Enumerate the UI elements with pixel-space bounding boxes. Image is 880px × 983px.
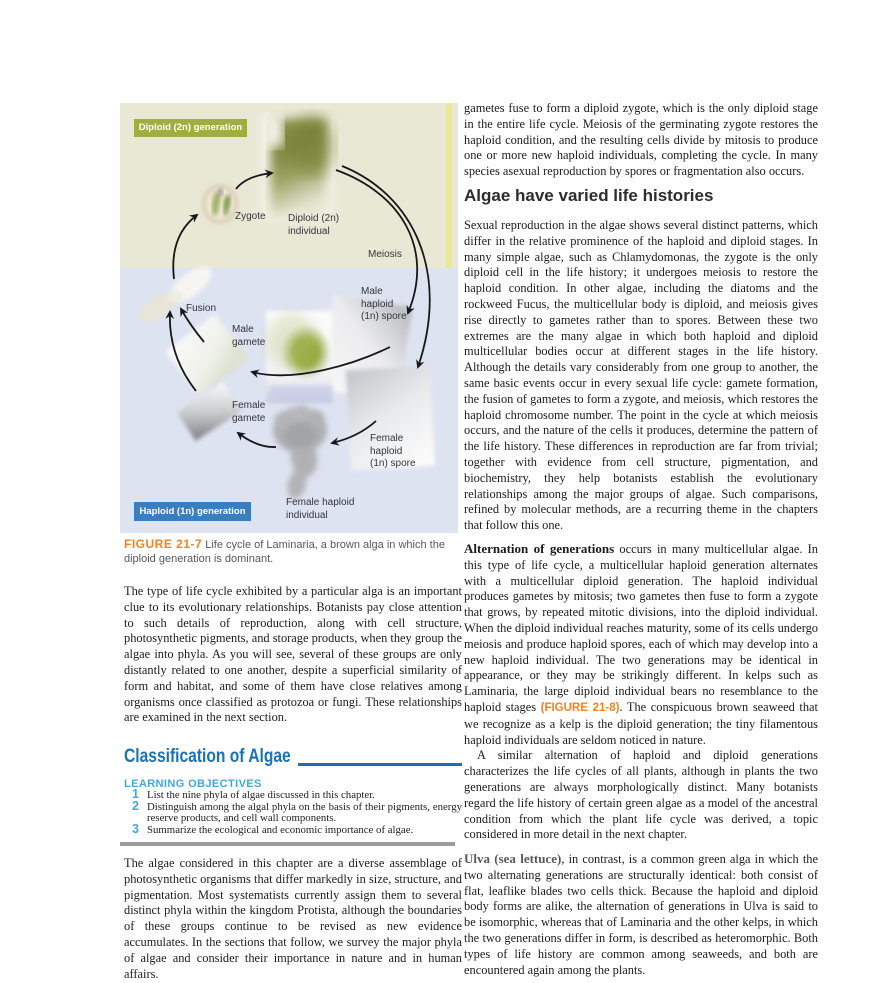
- cycle-arrows: [165, 165, 431, 448]
- objective-item: 3 Summarize the ecological and economic …: [124, 821, 462, 837]
- life-cycle-figure: Diploid (2n) generation Haploid (1n) gen…: [120, 103, 458, 533]
- objective-text: Summarize the ecological and economic im…: [147, 823, 414, 836]
- label-line: haploid: [370, 445, 403, 457]
- section-heading-rule: [298, 763, 462, 766]
- objective-number: 1: [132, 787, 139, 801]
- label-line: individual: [286, 509, 328, 521]
- left-column-bottom-paragraph: The algae considered in this chapter are…: [124, 856, 462, 981]
- right-column-paragraph-2c: A similar alternation of haploid and dip…: [464, 748, 818, 842]
- right-column-paragraph-3: Ulva (sea lettuce), in contrast, is a co…: [464, 851, 818, 978]
- label-line: (1n) spore: [370, 458, 416, 469]
- label-line: Male: [361, 286, 383, 297]
- arrow-male-spore-to-gametophyte: [250, 346, 391, 378]
- label-line: Female: [370, 433, 404, 444]
- haploid-generation-label: Haploid (1n) generation: [134, 502, 251, 521]
- label-line: haploid: [361, 298, 394, 310]
- paragraph-text: occurs in many multicellular algae. In t…: [464, 542, 818, 714]
- paragraph-text: , in contrast, is a common green alga in…: [464, 852, 818, 977]
- right-column-top-paragraph: gametes fuse to form a diploid zygote, w…: [464, 101, 818, 179]
- figure-caption-text: Life cycle of Laminaria, a brown alga in…: [124, 539, 445, 565]
- male-spore-label: Male haploid (1n) spore: [361, 286, 407, 324]
- label-line: Male: [232, 324, 254, 335]
- zygote-illustration: [202, 184, 238, 224]
- arrow-fusion-to-zygote: [172, 213, 199, 280]
- female-individual-label: Female haploid individual: [286, 497, 354, 522]
- label-line: gamete: [232, 412, 266, 424]
- diploid-generation-label: Diploid (2n) generation: [134, 119, 247, 137]
- female-gamete-photo: [177, 382, 242, 441]
- label-line: Female: [232, 400, 266, 411]
- meiosis-label: Meiosis: [368, 249, 402, 260]
- yellow-edge-strip: [446, 103, 452, 268]
- figure-caption: FIGURE 21-7 Life cycle of Laminaria, a b…: [124, 537, 461, 566]
- left-column-paragraph: The type of life cycle exhibited by a pa…: [124, 584, 462, 725]
- male-gamete-label: Male gamete: [232, 324, 265, 349]
- right-column-paragraph-2: Alternation of generations occurs in man…: [464, 541, 818, 843]
- female-gamete-label: Female gamete: [232, 400, 265, 425]
- objective-number: 3: [132, 821, 139, 836]
- right-column-heading: Algae have varied life histories: [464, 186, 714, 205]
- female-haploid-individual-photo: [273, 405, 327, 499]
- zygote-label: Zygote: [235, 211, 266, 222]
- figure-caption-number: FIGURE 21-7: [124, 537, 203, 551]
- paragraph-bold-lead: Alternation of generations: [464, 541, 615, 556]
- arrow-meiosis-to-female-spore: [341, 165, 431, 369]
- arrow-female-gamete-to-fusion: [165, 310, 197, 392]
- label-line: gamete: [232, 336, 266, 348]
- objectives-bottom-rule: [120, 842, 455, 846]
- right-column-paragraph-1: Sexual reproduction in the algae shows s…: [464, 218, 818, 533]
- objective-item: 2 Distinguish among the algal phyla on t…: [124, 798, 462, 825]
- female-haploid-spore-photo: [345, 365, 435, 471]
- section-heading: Classification of Algae: [124, 745, 291, 767]
- paragraph-gray-lead: Ulva (sea lettuce): [464, 851, 562, 866]
- life-cycle-figure-art: [120, 103, 458, 533]
- paragraph-text: . The conspicuous brown seaweed that we …: [464, 699, 818, 747]
- arrow-meiosis-to-male-spore: [335, 169, 418, 315]
- section-heading-row: Classification of Algae: [124, 745, 462, 768]
- gametophyte-photo: [266, 311, 332, 403]
- objective-item: 1 List the nine phyla of algae discussed…: [124, 787, 462, 802]
- diploid-individual-photo: [260, 115, 334, 219]
- arrow-female-spore-to-individual: [330, 420, 377, 446]
- learning-objectives-list: 1 List the nine phyla of algae discussed…: [124, 787, 462, 837]
- arrow-individual-to-female-gamete: [236, 431, 277, 448]
- objective-number: 2: [132, 798, 139, 813]
- fusion-photo: [138, 266, 212, 322]
- arrow-male-gamete-to-fusion: [180, 307, 205, 343]
- label-line: individual: [288, 225, 330, 237]
- fusion-label: Fusion: [186, 303, 217, 314]
- objective-text: List the nine phyla of algae discussed i…: [147, 789, 375, 801]
- label-line: Diploid (2n): [288, 213, 340, 224]
- female-spore-label: Female haploid (1n) spore: [370, 433, 416, 471]
- label-line: Female haploid: [286, 497, 355, 508]
- arrow-zygote-to-diploid: [235, 169, 274, 190]
- figure-reference: (FIGURE 21-8): [540, 701, 620, 714]
- learning-objectives-heading: LEARNING OBJECTIVES: [124, 778, 262, 790]
- label-line: (1n) spore: [361, 311, 407, 322]
- diploid-individual-label: Diploid (2n) individual: [288, 213, 339, 238]
- objective-text: Distinguish among the algal phyla on the…: [147, 800, 462, 825]
